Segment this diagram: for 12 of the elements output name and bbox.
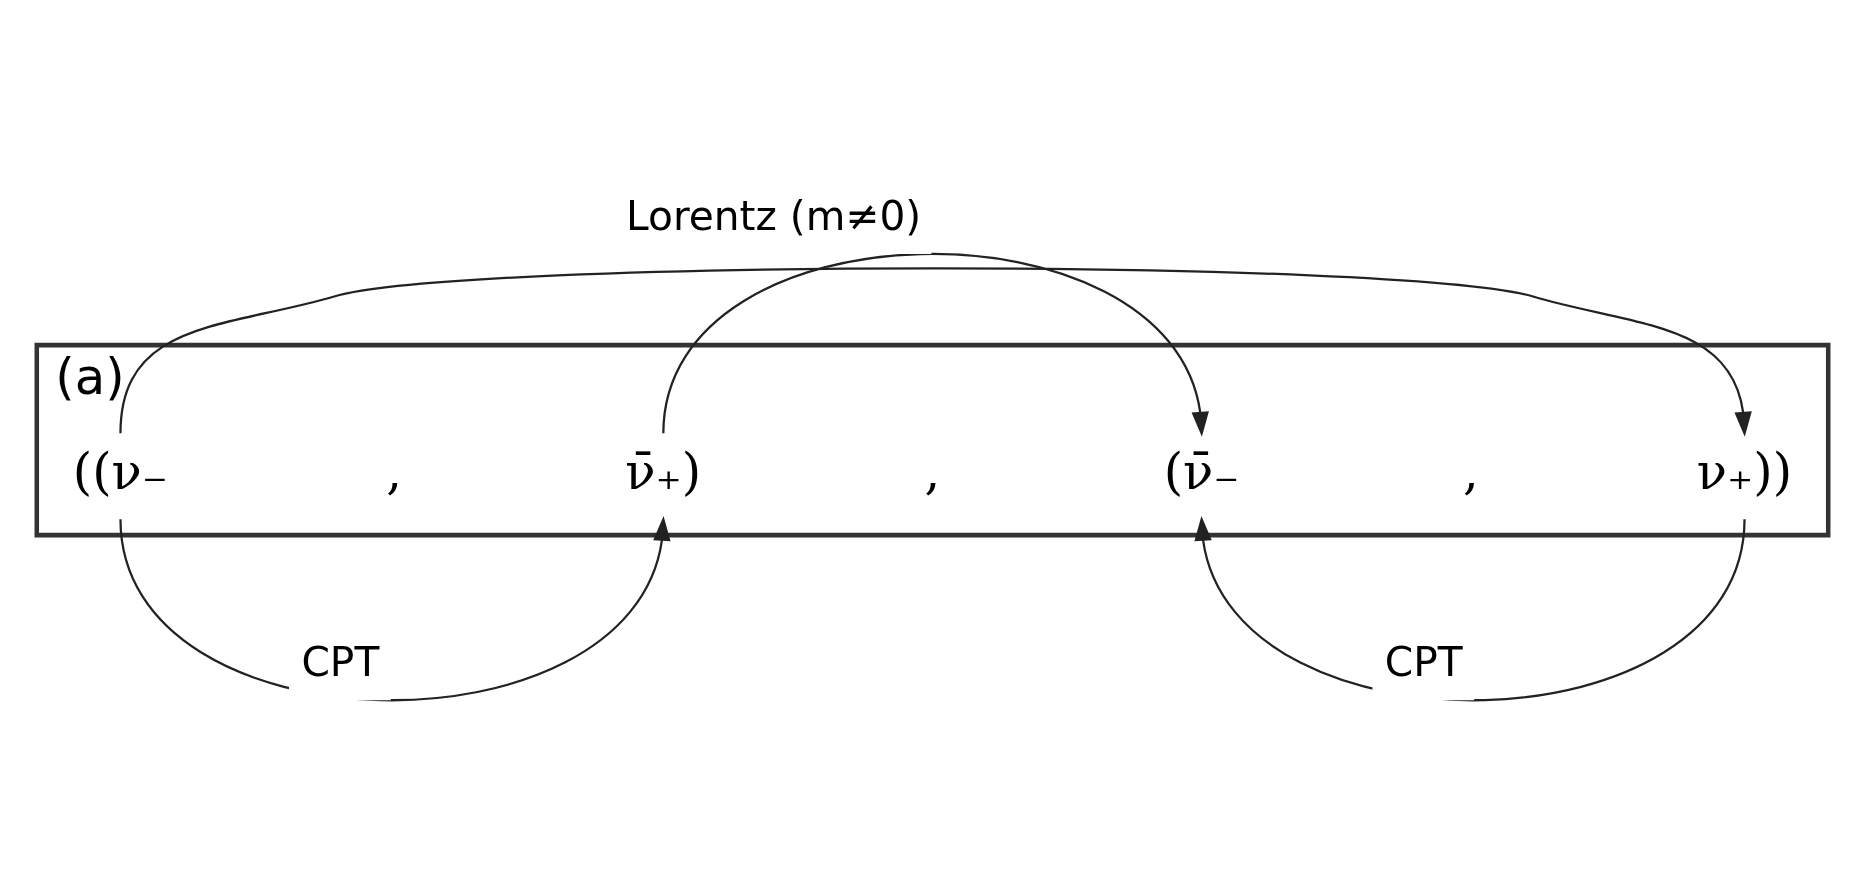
node-text: (ν̄₋ xyxy=(1163,442,1240,501)
node-text: ν₊)) xyxy=(1696,442,1793,501)
edge-label: CPT xyxy=(1384,637,1463,686)
node-text: ν̄₊) xyxy=(625,442,702,501)
arrow xyxy=(662,252,1209,437)
edge-label: Lorentz (m≠0) xyxy=(626,191,922,240)
label: , xyxy=(1462,442,1479,501)
edge-label: CPT xyxy=(301,637,380,686)
label: , xyxy=(924,442,941,501)
arrow xyxy=(119,266,1752,437)
label: , xyxy=(386,442,403,501)
node-text: ((ν₋ xyxy=(72,442,169,501)
